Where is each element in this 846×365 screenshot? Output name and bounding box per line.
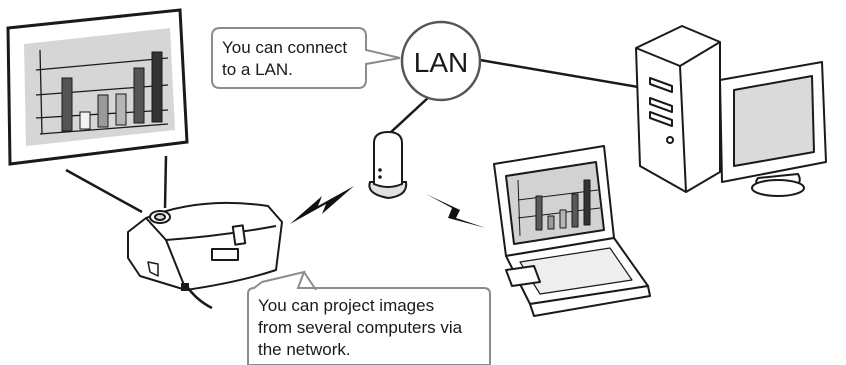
lan-callout: You can connect to a LAN. <box>211 27 401 89</box>
projector-callout-line-2: from several computers via <box>258 318 463 337</box>
lan-callout-text: You can connect to a LAN. <box>222 38 352 79</box>
lightning-bolt-icon <box>290 186 354 224</box>
lan-callout-line-1: You can connect <box>222 38 347 57</box>
lan-to-desktop-line <box>479 58 639 89</box>
projector-callout-text: You can project images from several comp… <box>258 296 467 359</box>
projector-callout: You can project images from several comp… <box>247 270 491 365</box>
lan-callout-line-2: to a LAN. <box>222 60 293 79</box>
projection-screen-icon <box>6 8 189 166</box>
desktop-computer-icon <box>635 25 827 197</box>
projector-callout-line-1: You can project images <box>258 296 434 315</box>
wireless-access-point-icon <box>368 130 408 200</box>
lan-hub-label: LAN <box>414 47 468 78</box>
laptop-icon <box>493 145 651 317</box>
lan-to-access-point-line <box>389 95 431 134</box>
lightning-bolt-icon <box>426 194 486 228</box>
lan-hub: LAN <box>400 20 482 102</box>
screen-left-projection-line <box>65 168 143 214</box>
connection-lines <box>65 58 639 214</box>
screen-right-projection-line <box>163 155 168 209</box>
projector-callout-line-3: the network. <box>258 340 351 359</box>
projector-icon <box>127 201 283 310</box>
